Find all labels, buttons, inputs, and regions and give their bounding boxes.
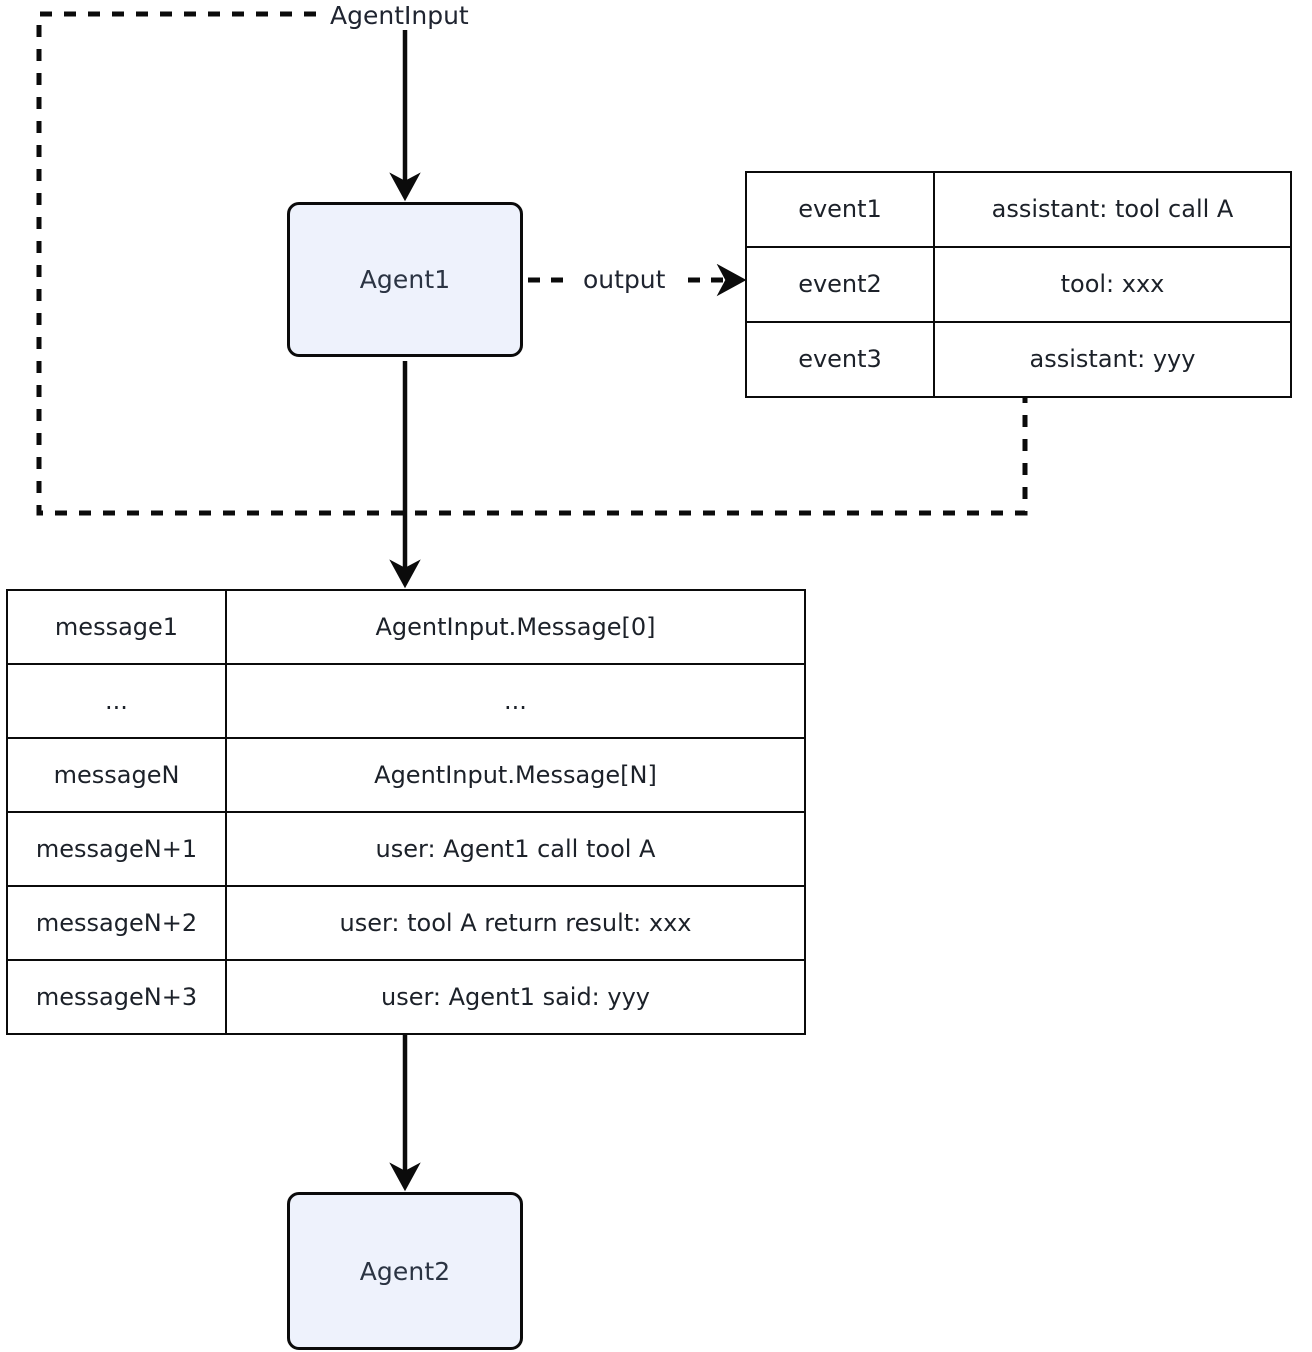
event-key-cell: event2	[745, 246, 935, 323]
event-value-cell: tool: xxx	[933, 246, 1292, 323]
messages-table: message1 AgentInput.Message[0] ... ... m…	[6, 589, 806, 1035]
node-agent1-label: Agent1	[359, 265, 451, 294]
table-row: event2 tool: xxx	[745, 246, 1292, 323]
table-row: messageN+3 user: Agent1 said: yyy	[6, 959, 806, 1035]
edge-label-output: output	[583, 265, 666, 294]
event-value-cell: assistant: yyy	[933, 321, 1292, 398]
event-value-cell: assistant: tool call A	[933, 171, 1292, 248]
node-agent2[interactable]: Agent2	[287, 1192, 523, 1350]
edge-label-agent-input: AgentInput	[330, 1, 469, 30]
events-table-body: event1 assistant: tool call A event2 too…	[745, 171, 1292, 398]
table-row: message1 AgentInput.Message[0]	[6, 589, 806, 665]
message-value-cell: ...	[225, 663, 806, 739]
message-key-cell: messageN	[6, 737, 227, 813]
table-row: event1 assistant: tool call A	[745, 171, 1292, 248]
table-row: event3 assistant: yyy	[745, 321, 1292, 398]
table-row: messageN AgentInput.Message[N]	[6, 737, 806, 813]
message-key-cell: messageN+2	[6, 885, 227, 961]
message-key-cell: messageN+1	[6, 811, 227, 887]
message-value-cell: user: tool A return result: xxx	[225, 885, 806, 961]
message-key-cell: ...	[6, 663, 227, 739]
message-key-cell: message1	[6, 589, 227, 665]
message-value-cell: user: Agent1 said: yyy	[225, 959, 806, 1035]
message-value-cell: AgentInput.Message[N]	[225, 737, 806, 813]
event-key-cell: event1	[745, 171, 935, 248]
node-agent1[interactable]: Agent1	[287, 202, 523, 357]
edge-events-feedback-path	[36, 11, 1028, 516]
message-key-cell: messageN+3	[6, 959, 227, 1035]
messages-table-body: message1 AgentInput.Message[0] ... ... m…	[6, 589, 806, 1035]
table-row: messageN+1 user: Agent1 call tool A	[6, 811, 806, 887]
message-value-cell: AgentInput.Message[0]	[225, 589, 806, 665]
table-row: messageN+2 user: tool A return result: x…	[6, 885, 806, 961]
message-value-cell: user: Agent1 call tool A	[225, 811, 806, 887]
table-row: ... ...	[6, 663, 806, 739]
node-agent2-label: Agent2	[359, 1256, 451, 1286]
event-key-cell: event3	[745, 321, 935, 398]
events-table: event1 assistant: tool call A event2 too…	[745, 171, 1292, 398]
